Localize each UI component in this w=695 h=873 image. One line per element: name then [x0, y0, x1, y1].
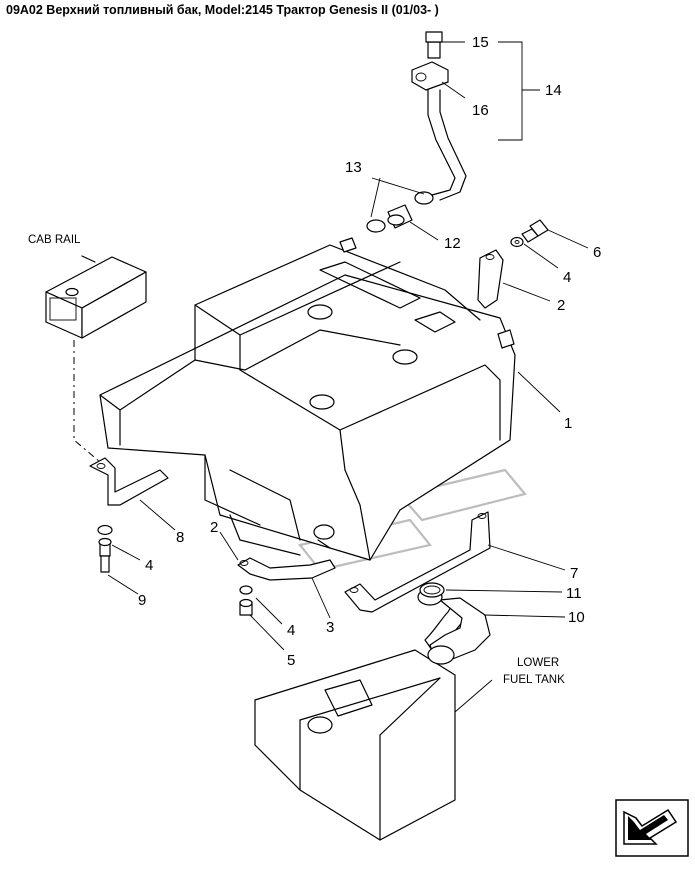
cab-rail-label: CAB RAIL	[28, 234, 81, 246]
callout-11: 11	[566, 585, 582, 602]
strap-3	[237, 557, 336, 581]
callout-4-left: 4	[145, 557, 153, 574]
callout-14: 14	[545, 82, 562, 99]
strap-2-upper	[477, 249, 504, 309]
callout-3: 3	[326, 619, 334, 636]
callout-4-lower: 4	[287, 622, 295, 639]
next-page-arrow-icon[interactable]	[615, 799, 689, 857]
callout-15: 15	[472, 34, 489, 51]
cab-rail	[45, 255, 147, 463]
callout-7: 7	[570, 565, 578, 582]
vent-line	[366, 31, 467, 233]
page-title: 09A02 Верхний топливный бак, Model:2145 …	[6, 3, 439, 17]
bracket-7	[344, 511, 491, 613]
callout-12: 12	[444, 235, 461, 252]
callout-16: 16	[472, 102, 489, 119]
callout-2-upper: 2	[557, 297, 565, 314]
callout-6: 6	[593, 244, 601, 261]
lower-fuel-tank-label-line2: FUEL TANK	[503, 674, 565, 686]
hardware	[97, 219, 549, 616]
callout-4-upper: 4	[563, 269, 571, 286]
lower-fuel-tank	[254, 649, 456, 841]
leader-lines	[107, 41, 589, 713]
hose-10	[417, 588, 491, 665]
callout-5: 5	[287, 652, 295, 669]
callout-8: 8	[176, 529, 184, 546]
callout-13: 13	[345, 159, 362, 176]
callout-9: 9	[138, 592, 146, 609]
callout-1: 1	[564, 415, 572, 432]
callout-2-lower: 2	[210, 519, 218, 536]
fuel-tank	[99, 237, 516, 561]
lower-fuel-tank-label-line1: LOWER	[517, 657, 559, 669]
bracket-8	[89, 457, 169, 506]
callout-10: 10	[568, 609, 585, 626]
